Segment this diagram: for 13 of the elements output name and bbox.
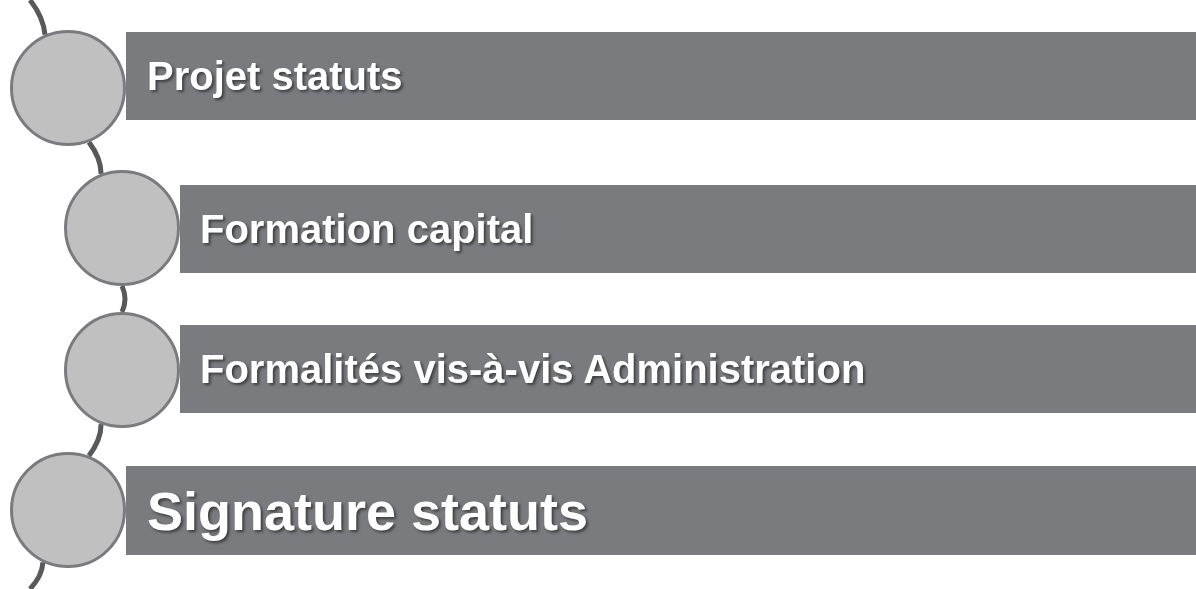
step-label: Formation capital [200, 206, 534, 252]
step-label: Signature statuts [147, 479, 589, 542]
list-bar [180, 185, 1196, 273]
connector-line [119, 285, 128, 313]
step-label: Formalités vis-à-vis Administration [200, 346, 866, 392]
connector-line [28, 562, 46, 589]
list-bar [126, 32, 1196, 120]
list-bar [126, 466, 1196, 555]
connector-line [86, 140, 104, 174]
connector-line [86, 424, 104, 458]
list-bar [180, 325, 1196, 413]
connector-line [28, 0, 48, 36]
step-label: Projet statuts [147, 53, 403, 99]
